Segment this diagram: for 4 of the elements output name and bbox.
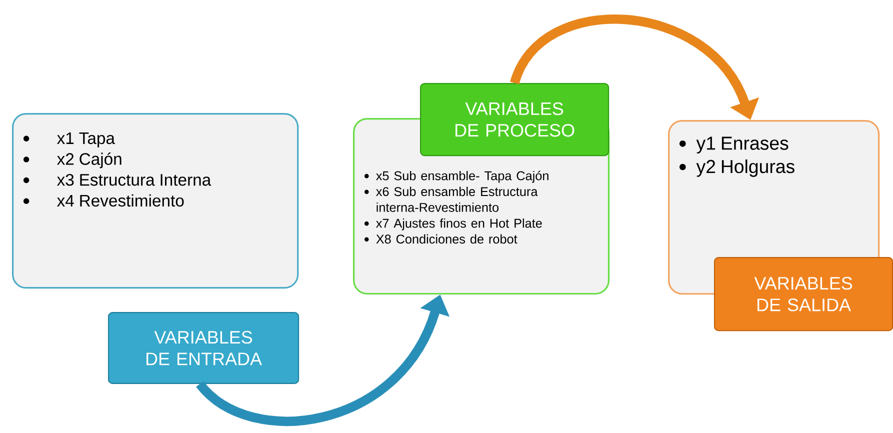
header-box: VARIABLES DE ENTRADA	[108, 312, 300, 384]
header-box: VARIABLES DE SALIDA	[714, 257, 893, 332]
content-box: x1 Tapa x2 Cajón x3 Estructura Interna x4 Revestimiento	[12, 113, 299, 289]
header-box: VARIABLES DE PROCESO	[420, 83, 610, 156]
